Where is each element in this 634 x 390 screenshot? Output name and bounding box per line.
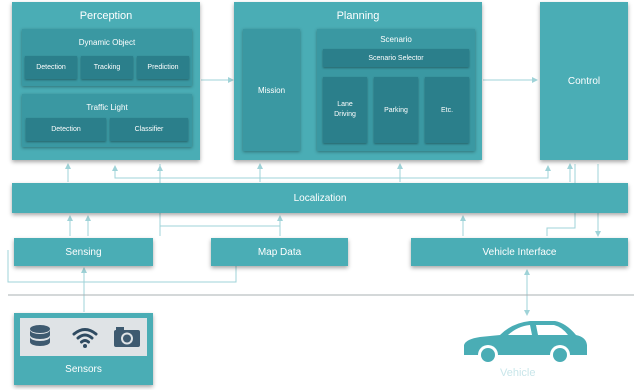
scenario-selector-module: Scenario Selector [323,49,469,67]
control-block: Control [540,2,628,160]
database-icon [30,325,50,346]
tracking-module: Tracking [81,56,133,79]
map-data-block: Map Data [211,238,348,266]
sensors-icon-panel [20,318,147,356]
detection-module: Detection [25,56,77,79]
classifier-module: Classifier [110,118,188,141]
traffic-light-group: Traffic Light Detection Classifier [22,94,192,147]
dynamic-object-title: Dynamic Object [78,38,136,47]
lane-driving-module: Lane Driving [323,77,367,143]
planning-title: Planning [336,10,380,22]
scenario-group: Scenario Scenario Selector Lane Driving … [317,29,475,151]
etc-module: Etc. [425,77,469,143]
sensors-block: Sensors [14,313,153,385]
camera-icon [114,327,140,347]
dynamic-object-group: Dynamic Object Detection Tracking Predic… [22,29,192,86]
perception-title: Perception [79,10,133,22]
localization-block: Localization [12,183,628,213]
sensing-block: Sensing [14,238,153,266]
wifi-icon [72,328,98,348]
prediction-module: Prediction [137,56,189,79]
sensors-title: Sensors [65,364,102,375]
perception-block: Perception Dynamic Object Detection Trac… [12,2,200,160]
vehicle-label: Vehicle [500,367,536,379]
tl-detection-module: Detection [26,118,106,141]
traffic-light-title: Traffic Light [86,103,128,112]
parking-module: Parking [374,77,418,143]
vehicle-interface-block: Vehicle Interface [411,238,628,266]
scenario-title: Scenario [380,35,412,44]
car-icon [464,321,587,365]
mission-module: Mission [243,29,300,151]
planning-block: Planning Mission Scenario Scenario Selec… [234,2,482,160]
